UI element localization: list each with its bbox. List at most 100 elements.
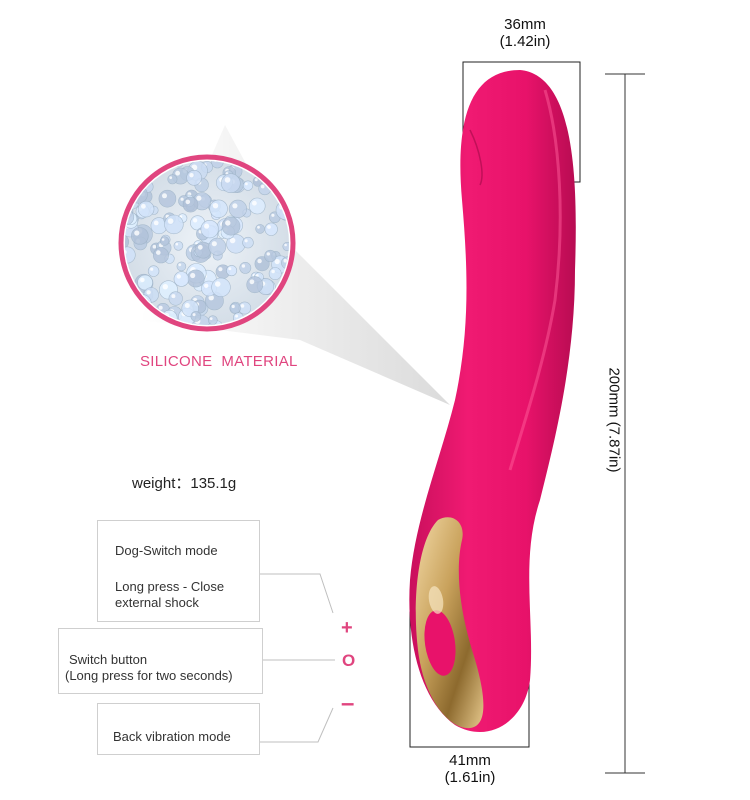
silicone-bead-highlight bbox=[170, 327, 172, 329]
silicone-bead-highlight bbox=[125, 287, 129, 293]
silicone-bead bbox=[167, 174, 178, 185]
silicone-bead-highlight bbox=[224, 177, 231, 183]
silicone-bead bbox=[268, 267, 282, 280]
silicone-bead-highlight bbox=[178, 263, 182, 267]
silicone-bead-highlight bbox=[204, 283, 209, 288]
silicone-bead-highlight bbox=[231, 304, 235, 309]
silicone-bead-highlight bbox=[140, 155, 145, 160]
gold-control-panel bbox=[415, 517, 484, 729]
plus-icon: + bbox=[341, 617, 353, 639]
silicone-bead bbox=[176, 261, 187, 272]
silicone-bead bbox=[125, 318, 131, 325]
silicone-bead-highlight bbox=[125, 179, 126, 185]
top-width-in: (1.42in) bbox=[499, 33, 551, 50]
silicone-bead-highlight bbox=[197, 244, 203, 250]
silicone-bead-highlight bbox=[146, 161, 152, 167]
silicone-bead bbox=[208, 237, 227, 256]
silicone-bead-highlight bbox=[158, 305, 163, 310]
silicone-bead bbox=[153, 247, 170, 264]
top-width-mm: 36mm bbox=[504, 16, 546, 33]
silicone-bead-highlight bbox=[176, 274, 181, 279]
silicone-bead bbox=[211, 277, 231, 297]
silicone-bead-highlight bbox=[257, 225, 260, 229]
back-leader-line bbox=[258, 707, 334, 743]
silicone-bead bbox=[242, 180, 254, 191]
silicone-bead-highlight bbox=[146, 290, 151, 295]
silicone-bead bbox=[221, 216, 241, 236]
silicone-bead-highlight bbox=[120, 206, 125, 211]
silicone-bead bbox=[141, 161, 161, 168]
silicone-bead bbox=[182, 196, 199, 213]
silicone-bead-highlight bbox=[287, 156, 290, 159]
back-callout-line1: Back vibration mode bbox=[113, 729, 231, 744]
silicone-bead bbox=[125, 195, 130, 206]
minus-icon: – bbox=[341, 690, 355, 717]
silicone-bead bbox=[164, 214, 184, 235]
silicone-bead-highlight bbox=[283, 166, 289, 172]
silicone-bead-highlight bbox=[212, 203, 219, 209]
height-label: 200mm (7.87in) bbox=[605, 367, 623, 473]
mode-callout-line2: external shock bbox=[115, 595, 199, 610]
silicone-bead-highlight bbox=[284, 243, 287, 247]
silicone-bead-highlight bbox=[145, 153, 150, 158]
silicone-bead-highlight bbox=[169, 176, 173, 180]
bottom-width-mm: 41mm bbox=[449, 752, 491, 769]
silicone-bead-highlight bbox=[162, 284, 168, 290]
silicone-bead-highlight bbox=[162, 193, 167, 199]
mode-callout-title: Dog-Switch mode bbox=[115, 543, 218, 558]
silicone-bead-highlight bbox=[141, 203, 146, 209]
silicone-bead bbox=[137, 200, 155, 218]
product-groove bbox=[469, 129, 483, 186]
silicone-bead bbox=[186, 170, 202, 186]
silicone-bead-highlight bbox=[211, 241, 217, 247]
silicone-bead bbox=[255, 224, 265, 234]
silicone-bead-highlight bbox=[282, 155, 286, 159]
bottom-width-in: (1.61in) bbox=[444, 769, 496, 786]
silicone-bead-highlight bbox=[260, 184, 265, 189]
silicone-bead bbox=[190, 311, 202, 322]
silicone-bead bbox=[159, 236, 170, 246]
silicone-bead-highlight bbox=[214, 281, 221, 287]
silicone-bead-highlight bbox=[161, 238, 165, 241]
circle-icon: O bbox=[342, 651, 356, 670]
silicone-bead bbox=[125, 234, 130, 249]
silicone-bead bbox=[173, 241, 184, 251]
silicone-bead bbox=[285, 161, 289, 164]
silicone-bead-highlight bbox=[132, 179, 136, 183]
weight-label: weight：135.1g bbox=[132, 475, 237, 492]
silicone-bead-highlight bbox=[254, 178, 258, 182]
silicone-bead bbox=[264, 249, 277, 263]
silicone-bead-highlight bbox=[153, 220, 159, 226]
silicone-bead bbox=[125, 176, 135, 194]
silicone-bead-highlight bbox=[218, 267, 223, 272]
silicone-bead-highlight bbox=[232, 203, 238, 209]
top-width-label: 36mm (1.42in) bbox=[470, 16, 580, 50]
silicone-bead-highlight bbox=[266, 252, 270, 256]
switch-callout-line2: (Long press for two seconds) bbox=[65, 668, 233, 683]
silicone-bead-highlight bbox=[189, 173, 194, 178]
silicone-bead-highlight bbox=[184, 303, 190, 308]
silicone-bead-highlight bbox=[257, 258, 262, 264]
silicone-bead-highlight bbox=[131, 182, 134, 186]
silicone-bead bbox=[208, 315, 218, 325]
silicone-bead-highlight bbox=[229, 237, 236, 244]
bottom-width-label: 41mm (1.61in) bbox=[415, 752, 525, 786]
silicone-bead bbox=[158, 189, 177, 208]
silicone-bead-highlight bbox=[192, 218, 198, 223]
control-button[interactable] bbox=[421, 608, 460, 678]
silicone-bead bbox=[130, 304, 141, 315]
silicone-bead-highlight bbox=[192, 313, 196, 317]
silicone-bead bbox=[239, 261, 252, 274]
silicone-bead-highlight bbox=[255, 274, 259, 277]
silicone-bead-highlight bbox=[150, 267, 154, 271]
silicone-bead-highlight bbox=[240, 304, 245, 308]
silicone-bead-highlight bbox=[180, 197, 184, 201]
silicone-bead-highlight bbox=[175, 242, 179, 246]
silicone-bead-highlight bbox=[249, 279, 255, 285]
switch-callout: Switch button (Long press for two second… bbox=[58, 628, 263, 694]
silicone-bead-highlight bbox=[245, 182, 248, 186]
silicone-bead bbox=[144, 320, 159, 325]
silicone-bead-highlight bbox=[140, 277, 145, 283]
silicone-bead bbox=[136, 161, 154, 169]
